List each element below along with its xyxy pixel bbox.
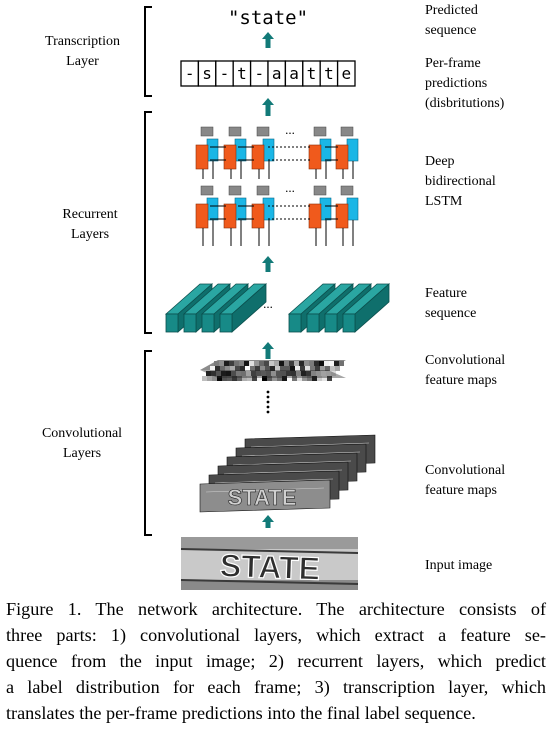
annotation-line: feature maps: [425, 373, 497, 388]
lstm-ellipsis-mid: ...: [285, 180, 295, 195]
lstm-cell: [335, 126, 359, 179]
up-arrow: [262, 98, 274, 116]
conv-maps-bottom-annotation: Convolutional feature maps: [425, 461, 505, 501]
annotation-line: Convolutional: [425, 353, 506, 368]
frame-char: a: [272, 64, 282, 83]
caption-line: translates the per-frame predictions int…: [6, 703, 476, 723]
conv-feature-maps-top: [200, 360, 346, 381]
feature-sequence: [164, 283, 391, 333]
frame-char: t: [324, 64, 334, 83]
lstm-grid: [195, 126, 359, 246]
up-arrow: [262, 515, 274, 528]
frame-char: -: [220, 64, 230, 83]
label-line: Transcription: [45, 34, 120, 49]
up-arrow: [262, 32, 274, 48]
annotation-line: LSTM: [425, 194, 463, 209]
annotation-line: Predicted: [425, 3, 478, 18]
frame-char: t: [237, 64, 247, 83]
label-line: Layer: [66, 54, 99, 69]
frame-char: t: [307, 64, 317, 83]
lstm-cell: [195, 185, 219, 238]
lstm-cell: [308, 126, 332, 179]
label-line: Convolutional: [41, 426, 123, 441]
feature-column: [341, 283, 391, 333]
label-line: Recurrent: [62, 207, 118, 222]
per-frame-annotation: Per-frame predictions (disbritutions): [425, 54, 504, 114]
annotation-line: feature maps: [425, 483, 497, 498]
lstm-cell: [223, 185, 247, 238]
annotation-line: Deep: [425, 154, 455, 169]
label-line: Layers: [62, 446, 102, 461]
label-line: Layers: [70, 227, 110, 242]
transcription-layer-label: Transcription Layer: [20, 32, 145, 72]
lstm-cell: [195, 126, 219, 179]
feature-ellipsis: ...: [263, 296, 273, 311]
caption-line: a label distribution for each frame; 3) …: [6, 677, 546, 697]
vertical-ellipsis: [266, 390, 270, 414]
flow-arrows: [262, 32, 274, 528]
up-arrow: [262, 256, 274, 272]
lstm-cell: [251, 126, 275, 179]
lstm-annotation: Deep bidirectional LSTM: [425, 152, 496, 212]
feature-column: [218, 283, 268, 333]
lstm-cell: [335, 185, 359, 238]
frame-char: -: [254, 64, 264, 83]
annotation-line: predictions: [425, 76, 488, 91]
up-arrow: [262, 342, 274, 359]
frame-box: [336, 60, 356, 87]
frame-char: -: [185, 64, 195, 83]
caption-line: quence from the input image; 2) recurren…: [6, 651, 546, 671]
annotation-line: sequence: [425, 306, 477, 321]
frame-char: e: [341, 64, 351, 83]
figure-caption: Figure 1. The network architecture. The …: [6, 596, 546, 726]
annotation-line: Input image: [425, 558, 493, 573]
annotation-line: bidirectional: [425, 174, 496, 189]
transcription-bracket: [144, 6, 152, 97]
feature-map-text: STATE: [228, 485, 297, 510]
recurrent-layers-label: Recurrent Layers: [35, 205, 145, 245]
annotation-line: sequence: [425, 23, 477, 38]
convolutional-layers-label: Convolutional Layers: [22, 424, 142, 464]
lstm-cell: [308, 185, 332, 238]
lstm-cell: [223, 126, 247, 179]
lstm-cell: [251, 185, 275, 238]
predicted-sequence-annotation: Predicted sequence: [425, 1, 478, 41]
lstm-ellipsis-top: ...: [285, 122, 295, 137]
frame-char: s: [202, 64, 212, 83]
feature-sequence-annotation: Feature sequence: [425, 284, 476, 324]
input-image-text: STATE: [219, 547, 320, 586]
annotation-line: Feature: [425, 286, 467, 301]
conv-feature-maps-bottom: STATE: [199, 434, 376, 513]
input-image: STATE: [180, 537, 359, 590]
caption-line: Figure 1. The network architecture. The …: [6, 599, 546, 619]
output-label: "state": [228, 7, 308, 29]
conv-maps-top-annotation: Convolutional feature maps: [425, 351, 505, 391]
annotation-line: (disbritutions): [425, 96, 505, 111]
convolutional-bracket: [144, 350, 152, 536]
recurrent-bracket: [144, 111, 152, 334]
feature-map-plate: [199, 479, 331, 513]
frame-char: a: [289, 64, 299, 83]
caption-line: three parts: 1) convolutional layers, wh…: [6, 625, 546, 645]
annotation-line: Per-frame: [425, 56, 481, 71]
input-image-annotation: Input image: [425, 556, 492, 576]
annotation-line: Convolutional: [425, 463, 506, 478]
